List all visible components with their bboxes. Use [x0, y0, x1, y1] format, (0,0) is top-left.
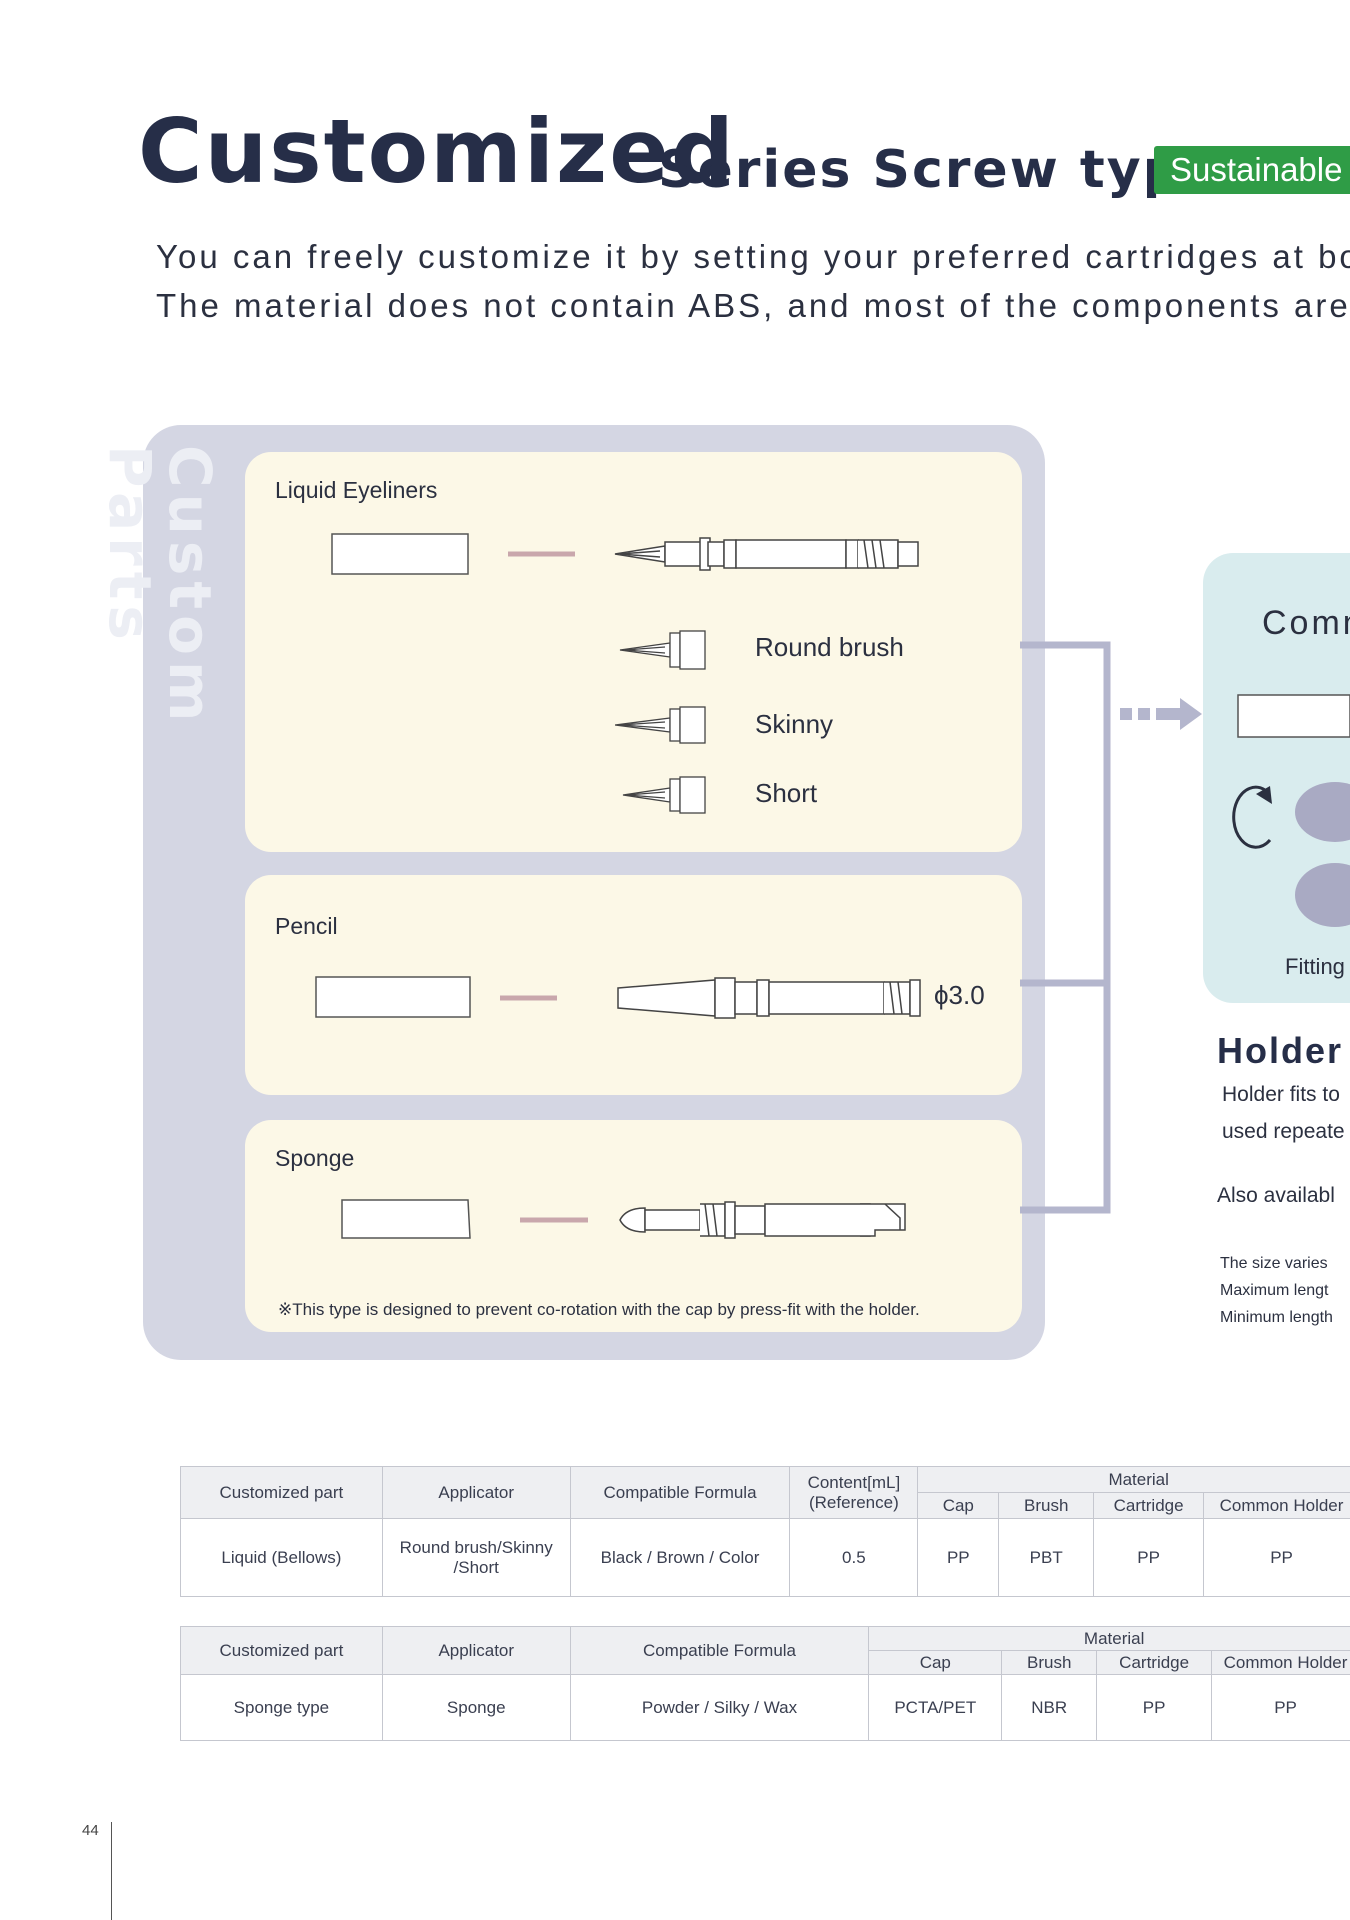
cell-holder: PP — [1211, 1674, 1350, 1741]
common-holder-drawing — [1232, 694, 1350, 927]
col-material: Material — [868, 1626, 1350, 1651]
page-subtitle: Series Screw type — [658, 140, 1220, 200]
cell-cartridge: PP — [1093, 1518, 1205, 1597]
round-brush-tip-shape — [619, 630, 706, 670]
brush-tips-drawing — [615, 630, 706, 814]
cell-brush: NBR — [1001, 1674, 1098, 1741]
holder-knob-bottom — [1295, 863, 1350, 927]
col-content-line-2: (Reference) — [808, 1492, 899, 1512]
size-notes: The size varies Maximum lengt Minimum le… — [1220, 1250, 1333, 1331]
table-row: Liquid (Bellows) Round brush/Skinny /Sho… — [180, 1518, 1350, 1597]
col-cap: Cap — [868, 1650, 1003, 1675]
cell-part: Liquid (Bellows) — [180, 1518, 383, 1597]
size-note-1: The size varies — [1220, 1255, 1328, 1272]
sustainable-badge: Sustainable — [1154, 146, 1350, 194]
holder-cap-shape — [1237, 694, 1350, 738]
holder-desc-line-1: Holder fits to — [1222, 1083, 1340, 1106]
cell-formula: Powder / Silky / Wax — [569, 1674, 870, 1741]
cell-cap: PP — [917, 1518, 1000, 1597]
cell-holder: PP — [1203, 1518, 1350, 1597]
pencil-title: Pencil — [275, 913, 338, 939]
col-common-holder: Common Holder — [1203, 1492, 1350, 1519]
col-brush: Brush — [1001, 1650, 1098, 1675]
spec-table-sponge: Customized part Applicator Compatible Fo… — [180, 1626, 1350, 1741]
common-holder-panel — [1203, 553, 1350, 1003]
fitting-label: Fitting — [1285, 954, 1345, 979]
rotate-arrow-icon — [1232, 785, 1272, 849]
col-applicator: Applicator — [381, 1466, 571, 1519]
holder-desc-line-2: used repeate — [1222, 1120, 1345, 1143]
col-content-line-1: Content[mL] — [807, 1472, 901, 1492]
custom-parts-vertical-label: Custom Parts — [96, 445, 224, 728]
cell-content: 0.5 — [789, 1518, 919, 1597]
table-row: Sponge type Sponge Powder / Silky / Wax … — [180, 1674, 1350, 1741]
col-customized-part: Customized part — [180, 1466, 383, 1519]
eyeliner-title: Liquid Eyeliners — [275, 477, 438, 503]
col-compatible-formula: Compatible Formula — [569, 1626, 870, 1675]
eyeliner-cap-shape — [331, 533, 469, 575]
size-note-2: Maximum lengt — [1220, 1282, 1329, 1299]
col-cartridge: Cartridge — [1096, 1650, 1213, 1675]
size-note-3: Minimum length — [1220, 1309, 1333, 1326]
col-customized-part: Customized part — [180, 1626, 383, 1675]
page-number: 44 — [82, 1822, 99, 1839]
intro-text: You can freely customize it by setting y… — [156, 232, 1350, 330]
col-applicator: Applicator — [381, 1626, 571, 1675]
connector-lines — [1020, 641, 1202, 1214]
sponge-note: ※This type is designed to prevent co-rot… — [278, 1300, 920, 1319]
cell-applicator-line-1: Round brush/Skinny — [399, 1537, 553, 1557]
sponge-cartridge-shape — [619, 1201, 906, 1239]
holder-description: Holder fits to used repeate — [1222, 1076, 1345, 1150]
col-common-holder: Common Holder — [1211, 1650, 1350, 1675]
cell-applicator-line-2: /Short — [453, 1557, 499, 1577]
eyeliner-cartridge-shape — [614, 537, 919, 571]
tip-label-skinny: Skinny — [755, 709, 834, 739]
short-tip-shape — [622, 776, 706, 814]
col-cartridge: Cartridge — [1093, 1492, 1205, 1519]
page-title: Customized — [138, 100, 736, 203]
col-compatible-formula: Compatible Formula — [569, 1466, 791, 1519]
page-divider — [111, 1822, 112, 1920]
intro-line-1: You can freely customize it by setting y… — [156, 238, 1350, 275]
cell-cap: PCTA/PET — [868, 1674, 1003, 1741]
eyeliner-cartridge-drawing — [331, 533, 919, 575]
cell-applicator: Round brush/Skinny /Short — [381, 1518, 571, 1597]
holder-knob-top — [1295, 782, 1350, 842]
pencil-cartridge-drawing — [315, 976, 921, 1019]
sponge-cap-shape — [341, 1199, 471, 1239]
col-cap: Cap — [917, 1492, 1000, 1519]
col-content: Content[mL] (Reference) — [789, 1466, 919, 1519]
pencil-cartridge-shape — [617, 977, 921, 1019]
cell-brush: PBT — [998, 1518, 1095, 1597]
sponge-title: Sponge — [275, 1145, 355, 1171]
skinny-tip-shape — [615, 706, 706, 744]
also-available-text: Also availabl — [1217, 1184, 1335, 1207]
cell-applicator: Sponge — [381, 1674, 571, 1741]
cell-part: Sponge type — [180, 1674, 383, 1741]
holder-title: Holder — [1217, 1030, 1344, 1071]
pencil-cap-shape — [315, 976, 471, 1018]
tip-label-short: Short — [755, 778, 818, 808]
col-brush: Brush — [998, 1492, 1095, 1519]
cell-cartridge: PP — [1096, 1674, 1213, 1741]
col-material: Material — [917, 1466, 1350, 1493]
sponge-cartridge-drawing — [341, 1199, 906, 1239]
spec-table-liquid: Customized part Applicator Compatible Fo… — [180, 1466, 1350, 1597]
tip-label-round-brush: Round brush — [755, 632, 904, 662]
arrow-icon — [1120, 698, 1202, 730]
cell-formula: Black / Brown / Color — [569, 1518, 791, 1597]
intro-line-2: The material does not contain ABS, and m… — [156, 287, 1350, 324]
common-title: Comm — [1262, 604, 1350, 642]
pencil-diameter: ϕ3.0 — [934, 980, 985, 1010]
